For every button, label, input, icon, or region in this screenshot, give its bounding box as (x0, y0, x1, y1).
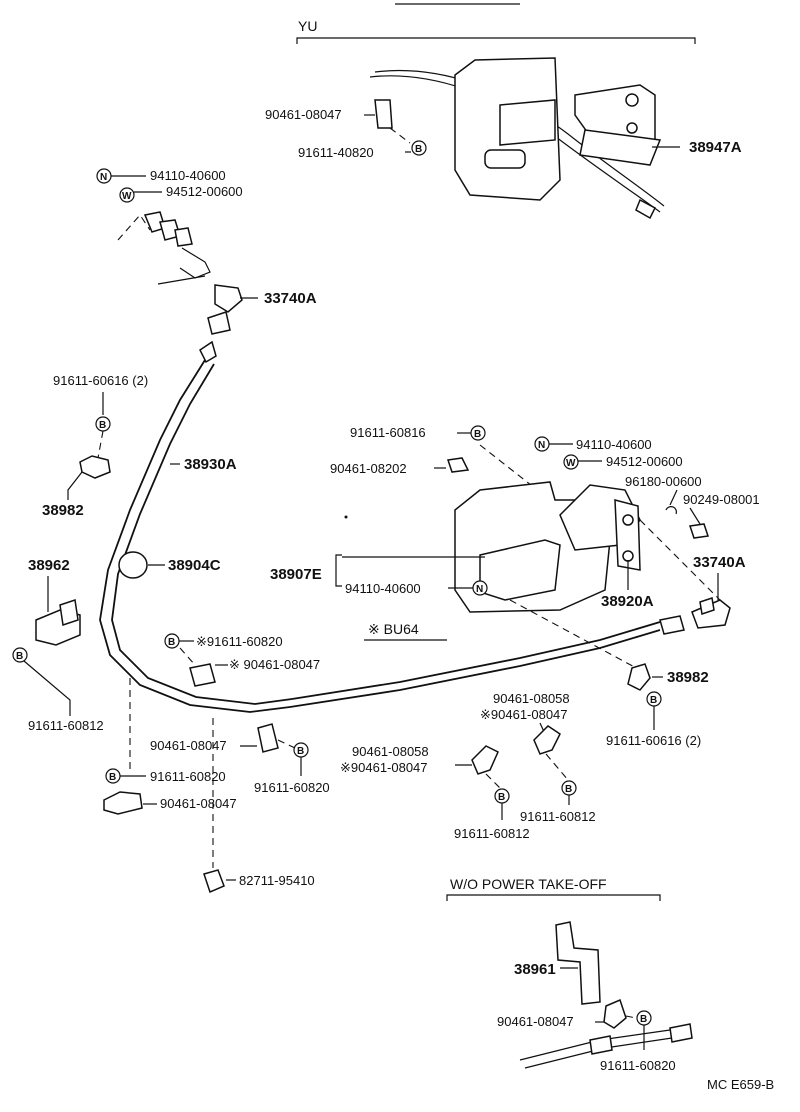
svg-text:N: N (538, 440, 545, 451)
label-91611-60812-left: 91611-60812 (28, 718, 104, 733)
clip-96180-00600 (665, 506, 677, 515)
label-94110-40600-right: 94110-40600 (576, 437, 652, 452)
label-94110-40600-mid: 94110-40600 (345, 581, 421, 596)
section-bracket-yu (296, 37, 696, 44)
svg-text:W: W (566, 458, 576, 469)
clamp-90461-08047-low (103, 791, 143, 815)
label-90461-08047-clamp: 90461-08047 (150, 738, 227, 753)
grommet-38904C (118, 551, 148, 579)
svg-text:B: B (16, 651, 23, 662)
bracket-90461-08058-a (533, 725, 561, 755)
label-90461-08058-a: 90461-08058 (493, 691, 570, 706)
pin-90249-08001 (689, 523, 709, 539)
bracket-90461-08058-b (471, 745, 499, 775)
shift-lever-linkage (117, 211, 211, 285)
section-title-wo-pto: W/O POWER TAKE-OFF (450, 876, 607, 892)
label-82711-95410: 82711-95410 (239, 873, 315, 888)
section-title-yu: YU (298, 18, 317, 34)
svg-text:W: W (122, 191, 132, 202)
section-title-bu64: ※ BU64 (368, 621, 419, 637)
label-38982-left: 38982 (42, 502, 84, 519)
label-91611-60812-b: 91611-60812 (454, 826, 530, 841)
clip-90461-08047-wo (603, 998, 627, 1029)
label-91611-60816: 91611-60816 (350, 425, 426, 440)
label-90461-08047-wo: 90461-08047 (497, 1014, 574, 1029)
label-90461-08047-low: 90461-08047 (160, 796, 237, 811)
clip-90461-08047-top (374, 99, 393, 129)
label-33740A-top: 33740A (264, 290, 317, 307)
label-91611-60616-right: 91611-60616 (2) (606, 733, 701, 748)
label-38961: 38961 (514, 961, 556, 978)
svg-text:B: B (168, 637, 175, 648)
label-33740A-right: 33740A (693, 554, 746, 571)
label-90461-08047-top: 90461-08047 (265, 107, 342, 122)
washer-w-symbol (563, 454, 579, 470)
label-91611-60616-left: 91611-60616 (2) (53, 373, 148, 388)
label-91611-60820-wo: 91611-60820 (600, 1058, 676, 1073)
washer-w-symbol (119, 187, 135, 203)
bracket-38961 (555, 921, 601, 1005)
label-38962: 38962 (28, 557, 70, 574)
svg-text:B: B (640, 1014, 647, 1025)
label-38947A: 38947A (689, 139, 742, 156)
label-90461-08202: 90461-08202 (330, 461, 407, 476)
label-90249-08001: 90249-08001 (683, 492, 760, 507)
svg-text:B: B (474, 429, 481, 440)
label-91611-60820-mid: ※91611-60820 (196, 634, 283, 649)
svg-text:B: B (297, 746, 304, 757)
svg-text:B: B (565, 784, 572, 795)
svg-text:B: B (498, 792, 505, 803)
svg-text:B: B (650, 695, 657, 706)
label-96180-00600: 96180-00600 (625, 474, 702, 489)
clip-90461-08202 (447, 457, 470, 473)
cable-end-33740A-right (691, 599, 731, 629)
bolt-b-symbol (411, 140, 427, 156)
label-38920A: 38920A (601, 593, 654, 610)
bolt-b-symbol (470, 425, 486, 441)
label-38930A: 38930A (184, 456, 237, 473)
clip-90461-08047-clamp (257, 723, 279, 753)
svg-text:N: N (100, 172, 107, 183)
diagram-code: MC E659-B (707, 1077, 774, 1092)
section-bracket-wo-pto (446, 894, 661, 901)
clip-90461-08047-mid (189, 663, 216, 687)
label-91611-60820-low: 91611-60820 (150, 769, 226, 784)
cable-38930A (99, 340, 685, 713)
label-90461-08047-a: ※90461-08047 (480, 707, 568, 722)
label-91611-60820-clamp: 91611-60820 (254, 780, 330, 795)
bolt-b-symbol (12, 647, 28, 663)
label-91611-40820: 91611-40820 (298, 145, 374, 160)
label-91611-60812-a: 91611-60812 (520, 809, 596, 824)
clip-82711-95410 (203, 869, 225, 894)
cable-wo-pto (519, 1023, 693, 1069)
svg-text:B: B (109, 772, 116, 783)
label-38982-right: 38982 (667, 669, 709, 686)
label-90461-08047-b: ※90461-08047 (340, 760, 428, 775)
yu-assembly-drawing (369, 57, 665, 220)
label-38904C: 38904C (168, 557, 221, 574)
svg-text:B: B (415, 144, 422, 155)
label-94110-40600-top: 94110-40600 (150, 168, 226, 183)
clamp-38982-left (79, 455, 111, 479)
svg-text:B: B (99, 420, 106, 431)
nut-n-symbol (472, 580, 488, 596)
label-94512-00600-right: 94512-00600 (606, 454, 683, 469)
clamp-38982-right (627, 663, 651, 691)
transfer-lever-assembly (454, 481, 721, 613)
label-90461-08047-mid: ※ 90461-08047 (229, 657, 320, 672)
speck (344, 515, 348, 519)
cable-end-33740A-top (207, 284, 243, 335)
label-38907E: 38907E (270, 566, 322, 583)
svg-text:N: N (476, 584, 483, 595)
label-90461-08058-b: 90461-08058 (352, 744, 429, 759)
label-94512-00600-top: 94512-00600 (166, 184, 243, 199)
